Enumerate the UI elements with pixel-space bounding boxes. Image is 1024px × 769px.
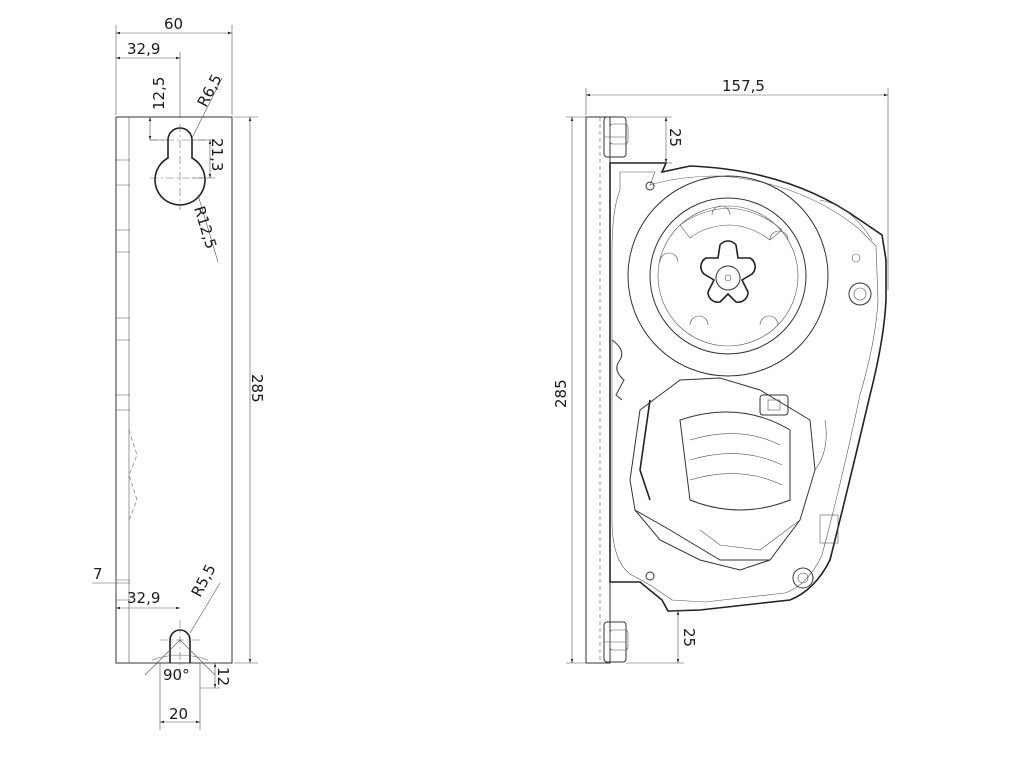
left-dimension-lines xyxy=(92,25,258,730)
bottom-keyhole xyxy=(144,620,216,680)
top-bolt xyxy=(603,116,629,158)
dim-hole-offset-bottom: 32,9 xyxy=(127,589,160,607)
dim-radius-small-top: R6,5 xyxy=(194,71,226,110)
dim-width-60: 60 xyxy=(164,15,183,33)
dim-bottom-edge-12: 12 xyxy=(214,667,232,686)
bottom-bolt xyxy=(603,621,629,663)
plate-profile-details xyxy=(116,159,138,601)
back-plate xyxy=(585,116,611,664)
top-keyhole xyxy=(150,124,210,210)
bottom-hole xyxy=(792,567,814,589)
dim-height-285-right: 285 xyxy=(552,379,570,408)
dim-height-285-left: 285 xyxy=(248,374,266,403)
screw-bottom xyxy=(645,571,655,581)
dim-bottom-offset-7: 7 xyxy=(93,565,103,583)
dim-hole-offset-top: 32,9 xyxy=(127,40,160,58)
dim-bottom-width-20: 20 xyxy=(169,705,188,723)
housing-inner-outline xyxy=(611,171,879,603)
plate-outline xyxy=(115,116,233,664)
dim-bottom-offset-25: 25 xyxy=(680,628,698,647)
housing-outline xyxy=(609,162,887,612)
dim-top-vertical: 12,5 xyxy=(150,77,168,110)
dim-radius-large: R12,5 xyxy=(190,204,220,251)
motor-assembly xyxy=(629,377,839,571)
right-dimension-lines xyxy=(566,88,889,664)
winding-drum xyxy=(627,175,829,377)
dim-top-offset-25: 25 xyxy=(666,128,684,147)
gear-hub xyxy=(700,240,756,303)
left-view-bracket: 60 32,9 12,5 R6,5 21,3 R12,5 285 7 32,9 … xyxy=(92,15,266,730)
dim-depth-157: 157,5 xyxy=(722,77,765,95)
dim-angle-90: 90° xyxy=(163,666,190,684)
screw-top xyxy=(645,181,655,191)
dim-radius-small-bottom: R5,5 xyxy=(188,561,220,600)
right-lobe xyxy=(819,199,873,306)
dim-slot-length: 21,3 xyxy=(208,138,226,171)
right-view-housing: 157,5 285 25 25 xyxy=(552,77,889,664)
wire-clip xyxy=(611,339,625,401)
